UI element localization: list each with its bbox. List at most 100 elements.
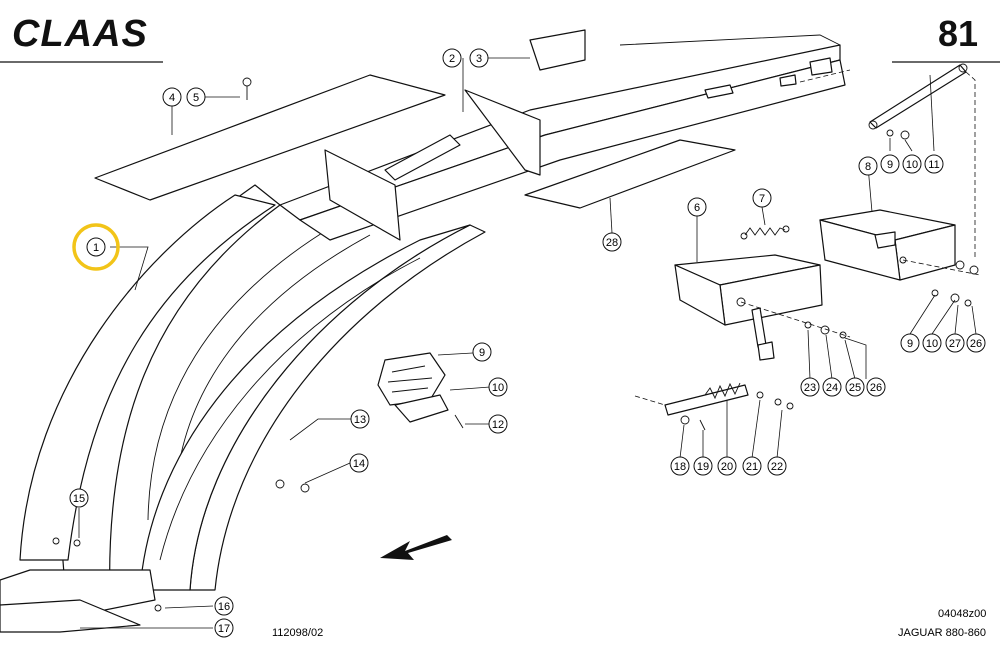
callout-label: 2 (449, 53, 455, 65)
callout-7: 7 (752, 188, 772, 208)
callout-label: 3 (476, 53, 482, 65)
callout-label: 24 (826, 382, 838, 394)
callout-circle (214, 596, 234, 616)
callout-circle (858, 156, 878, 176)
callout-circle (902, 154, 922, 174)
callout-12: 12 (488, 414, 508, 434)
callout-circle (922, 333, 942, 353)
callout-label: 5 (193, 92, 199, 104)
callout-26: 26 (966, 333, 986, 353)
callout-circle (866, 377, 886, 397)
callout-circle (86, 237, 106, 257)
callout-circle (186, 87, 206, 107)
bracket-6 (674, 254, 851, 361)
callout-20: 20 (717, 456, 737, 476)
callout-27: 27 (945, 333, 965, 353)
callout-13: 13 (350, 409, 370, 429)
callout-label: 12 (492, 419, 504, 431)
callout-9: 9 (472, 342, 492, 362)
pin-22 (634, 382, 749, 431)
callout-label: 15 (73, 493, 85, 505)
callout-10: 10 (902, 154, 922, 174)
main-beam (279, 29, 851, 241)
base-plate (0, 569, 156, 633)
callout-label: 20 (721, 461, 733, 473)
callout-label: 16 (218, 601, 230, 613)
callout-circle (717, 456, 737, 476)
inner-shield (139, 224, 486, 591)
drawing-number: 112098/02 (272, 627, 323, 639)
callout-4: 4 (162, 87, 182, 107)
callout-15: 15 (69, 488, 89, 508)
callout-label: 11 (928, 159, 939, 171)
callout-label: 19 (697, 461, 709, 473)
callout-label: 4 (169, 92, 175, 104)
callout-circle (442, 48, 462, 68)
callout-label: 27 (949, 338, 961, 350)
callout-circle (687, 197, 707, 217)
callout-5: 5 (186, 87, 206, 107)
leader-lines (78, 57, 977, 629)
brand-logo: CLAAS (12, 13, 148, 55)
callout-circle (924, 154, 944, 174)
callout-circle (742, 456, 762, 476)
callout-label: 14 (353, 458, 365, 470)
callout-circle (670, 456, 690, 476)
callout-circle (945, 333, 965, 353)
callout-label: 6 (694, 202, 700, 214)
callout-circle (602, 232, 622, 252)
callout-11: 11 (924, 154, 944, 174)
callout-circle (69, 488, 89, 508)
callout-label: 25 (849, 382, 861, 394)
callout-label: 10 (926, 338, 938, 350)
callout-24: 24 (822, 377, 842, 397)
bracket-8 (819, 209, 981, 281)
callout-23: 23 (800, 377, 820, 397)
callout-label: 10 (492, 382, 504, 394)
figure-code: 04048z00 (938, 608, 986, 620)
callout-6: 6 (687, 197, 707, 217)
callout-21: 21 (742, 456, 762, 476)
callout-label: 23 (804, 382, 816, 394)
callout-19: 19 (693, 456, 713, 476)
callout-circle (822, 377, 842, 397)
cover-plate-4 (94, 74, 446, 201)
callout-circle (800, 377, 820, 397)
callout-label: 10 (906, 159, 918, 171)
direction-arrow (380, 535, 452, 560)
callout-label: 13 (354, 414, 366, 426)
callout-circle (488, 377, 508, 397)
callout-26: 26 (866, 377, 886, 397)
callout-circle (488, 414, 508, 434)
callout-circle (472, 342, 492, 362)
callout-2: 2 (442, 48, 462, 68)
callout-label: 1 (93, 242, 99, 254)
callout-circle (845, 377, 865, 397)
callout-9: 9 (880, 154, 900, 174)
callout-circle (162, 87, 182, 107)
callout-circle (214, 618, 234, 638)
callout-circle (767, 456, 787, 476)
callout-9: 9 (900, 333, 920, 353)
callout-label: 7 (759, 193, 765, 205)
page-number: 81 (938, 13, 978, 54)
callout-circle (350, 409, 370, 429)
light-12-13 (377, 352, 464, 429)
callout-label: 21 (746, 461, 758, 473)
callout-label: 9 (887, 159, 893, 171)
cover-plate-28 (524, 139, 736, 209)
callout-28: 28 (602, 232, 622, 252)
callout-1: 1 (72, 223, 120, 271)
fasteners (52, 77, 979, 612)
spring-7 (740, 225, 790, 240)
callout-3: 3 (469, 48, 489, 68)
callout-circle (900, 333, 920, 353)
callout-circle (469, 48, 489, 68)
callout-10: 10 (922, 333, 942, 353)
callout-label: 18 (674, 461, 686, 473)
callout-circle (880, 154, 900, 174)
callout-label: 26 (870, 382, 882, 394)
callout-17: 17 (214, 618, 234, 638)
